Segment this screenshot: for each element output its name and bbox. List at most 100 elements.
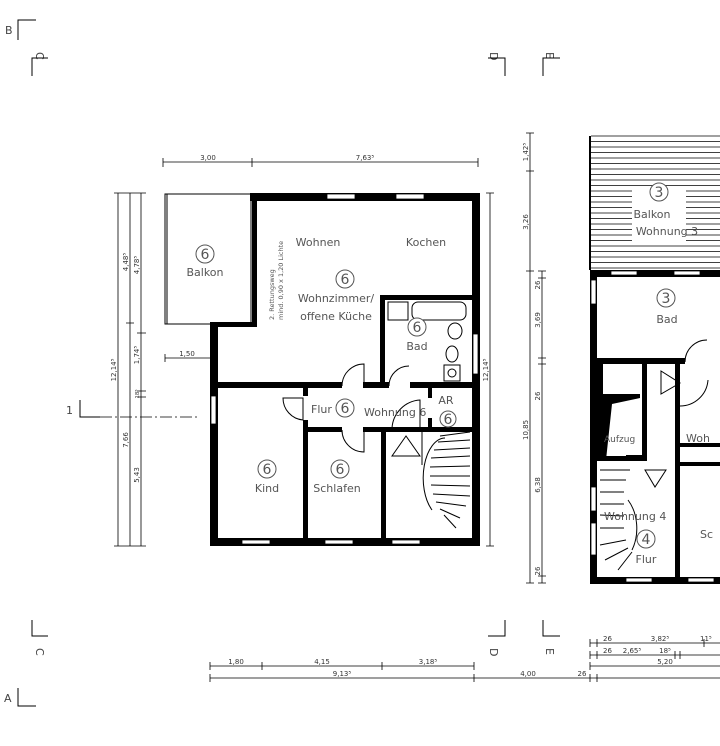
stair-steps (599, 469, 633, 571)
bad-number: 6 (413, 320, 422, 336)
dim-bottom-chain (209, 662, 475, 670)
balkon-number: 6 (201, 247, 210, 263)
section-d-mark-bottom (488, 620, 506, 637)
toilet (445, 345, 459, 363)
bathtub (411, 301, 467, 321)
balcony-outline (164, 193, 252, 325)
window (391, 539, 421, 545)
room-number-circle (407, 317, 427, 337)
dim-label: 26 (534, 566, 542, 575)
ar-number: 6 (444, 412, 453, 428)
section-d-mark (488, 57, 506, 76)
axis-1-label: 1 (66, 404, 73, 417)
kochen-label: Kochen (406, 236, 446, 249)
schlafen-partial-label: Sc (700, 528, 713, 541)
dim-label: 26 (534, 280, 542, 289)
wall (210, 322, 257, 327)
room-number-circle (656, 288, 676, 308)
window (590, 522, 597, 556)
wall (308, 427, 342, 432)
section-d-label: D (487, 52, 500, 60)
dim-label: 26 (534, 391, 542, 400)
room-number-circle (335, 269, 355, 289)
room-number-circle (649, 182, 669, 202)
schlafen-label: Schlafen (313, 482, 360, 495)
dim-label: 26 (603, 635, 612, 643)
dim-label: 1,50 (179, 350, 195, 358)
wall (590, 577, 720, 584)
washing-machine-drum (447, 368, 457, 378)
door-swing[interactable] (341, 363, 365, 387)
washbasin (447, 322, 463, 340)
schlafen-number: 6 (336, 462, 345, 478)
section-c-mark-bottom (31, 620, 48, 637)
door-swing[interactable] (282, 397, 304, 421)
section-a-label: A (4, 692, 12, 705)
wohnen-label: Wohnen (296, 236, 341, 249)
section-a-mark (17, 688, 36, 707)
wall (590, 270, 597, 584)
room-number-circle (330, 459, 350, 479)
unit-right: 3 Balkon Wohnung 3 3 Bad Aufzug Woh Sc W… (589, 135, 720, 584)
bad-label: Bad (406, 340, 427, 353)
section-b-mark (17, 19, 36, 40)
window (241, 539, 271, 545)
wall (597, 394, 640, 460)
wohnzimmer-label: Wohnzimmer/ (298, 292, 374, 305)
wall (680, 462, 720, 466)
dim-label: 4,00 (520, 670, 536, 678)
door-swing[interactable] (679, 339, 709, 407)
wall (218, 382, 342, 388)
door-swing[interactable] (391, 399, 421, 429)
stair-arrow (391, 435, 421, 457)
dim-right-bldg-bottom-3 (589, 662, 720, 670)
window (590, 279, 597, 305)
stair-handrail (627, 499, 638, 551)
room-number-circle (335, 398, 355, 418)
window (673, 270, 701, 276)
dim-label: 7,66 (122, 432, 130, 448)
dim-left (114, 192, 146, 547)
wall (597, 364, 603, 394)
wohnzimmer-number: 6 (341, 272, 350, 288)
aufzug-label: Aufzug (604, 435, 635, 445)
dim-right (486, 192, 494, 547)
wall (380, 295, 472, 300)
rettungsweg-size: mind. 0,90 x 1,20 Lichte (277, 241, 285, 320)
rettungsweg-label: 2. Rettungsweg (268, 269, 276, 320)
section-e-label-bottom: E (543, 648, 556, 655)
dim-label: 1,80 (228, 658, 244, 666)
window (395, 193, 425, 200)
flur-label: Flur (311, 403, 332, 416)
balkon-label: Balkon (186, 266, 223, 279)
dim-label: 11⁵ (700, 635, 712, 643)
kind-label: Kind (255, 482, 279, 495)
section-c-label: C (33, 52, 46, 60)
kind-number: 6 (263, 462, 272, 478)
wall (380, 295, 385, 388)
dim-label: 6,38 (534, 477, 542, 493)
dim-label: 2,65⁵ (623, 647, 642, 655)
dim-label: 5,20 (657, 658, 673, 666)
dim-label: 26 (603, 647, 612, 655)
wohnung-6-label: Wohnung 6 (364, 406, 426, 419)
dim-right-bldg-bottom-2 (589, 651, 720, 659)
room-number-circle (195, 244, 215, 264)
dim-label: 4,48⁵ (122, 253, 130, 272)
stair-arrow (644, 469, 667, 488)
section-e-mark-bottom (542, 620, 560, 637)
dim-bottom-total (209, 674, 720, 682)
dim-label: 7,63⁵ (356, 154, 375, 162)
door-swing[interactable] (388, 365, 410, 387)
dim-label: 1,74⁵ (133, 346, 141, 365)
stair-handrail (422, 437, 446, 511)
flur-number: 6 (341, 401, 350, 417)
wall (590, 270, 720, 277)
dim-label: 5,43 (133, 467, 141, 483)
window (687, 577, 715, 583)
flur-4-label: Flur (636, 553, 657, 566)
door-swing[interactable] (341, 429, 365, 453)
dim-label: 3,82⁵ (651, 635, 670, 643)
section-c-label-bottom: C (33, 648, 46, 656)
